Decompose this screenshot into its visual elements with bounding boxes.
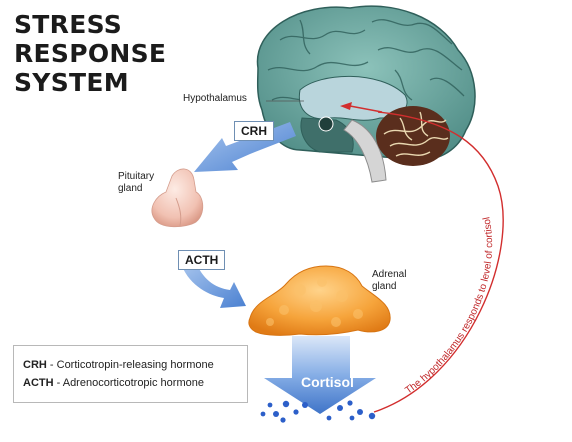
feedback-label: The hypothalamus responds to level of co…: [403, 216, 495, 397]
legend-abbr: ACTH: [23, 377, 54, 389]
feedback-line: [373, 111, 504, 413]
acth-tag: ACTH: [178, 250, 226, 270]
legend-abbr: CRH: [23, 359, 47, 371]
title-line-1: STRESS: [14, 10, 123, 39]
crh-tag: CRH: [234, 121, 274, 141]
cortisol-molecules: [260, 400, 376, 423]
legend-text: - Corticotropin-releasing hormone: [46, 359, 214, 371]
feedback-arrowhead: [340, 102, 352, 110]
adrenal-label: Adrenal gland: [372, 269, 407, 292]
acth-arrow: [182, 262, 246, 308]
diagram-title: STRESS RESPONSE SYSTEM: [14, 10, 166, 97]
title-line-3: SYSTEM: [14, 68, 129, 97]
title-line-2: RESPONSE: [14, 39, 167, 68]
legend-item-crh: CRH - Corticotropin-releasing hormone: [23, 359, 214, 371]
legend-item-acth: ACTH - Adrenocorticotropic hormone: [23, 377, 204, 389]
legend-text: - Adrenocorticotropic hormone: [53, 377, 204, 389]
pituitary-gland: [151, 168, 204, 228]
cortisol-arrow: [264, 336, 376, 414]
hypothalamus-label: Hypothalamus: [183, 93, 247, 104]
pituitary-label: Pituitary gland: [118, 171, 155, 194]
cortisol-label: Cortisol: [301, 374, 354, 390]
legend-box: CRH - Corticotropin-releasing hormone AC…: [13, 345, 248, 403]
adrenal-gland: [248, 265, 391, 336]
brain: [256, 5, 476, 183]
